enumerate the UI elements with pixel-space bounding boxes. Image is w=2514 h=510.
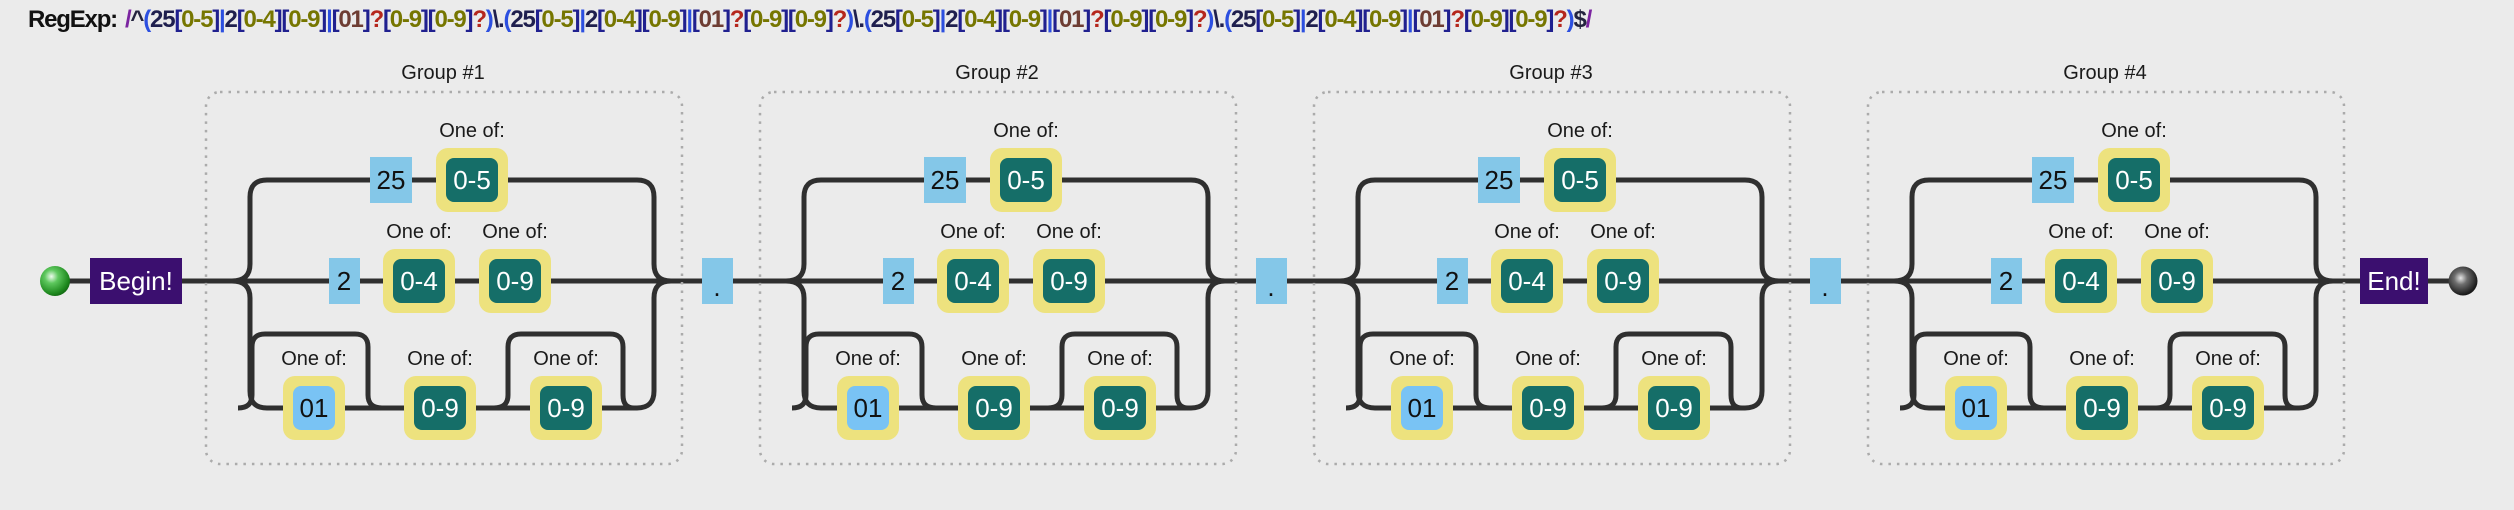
- begin-node: [90, 258, 182, 304]
- group-2: [760, 92, 1236, 464]
- group-label-2: Group #2: [955, 62, 1038, 84]
- group-1: [206, 92, 682, 464]
- group-label-1: Group #1: [401, 62, 484, 84]
- start-point-icon: [40, 266, 70, 296]
- regex-pattern: /^(25[0-5]|2[0-4][0-9]|[01]?[0-9][0-9]?)…: [124, 6, 1592, 33]
- group-4: [1868, 92, 2344, 464]
- group-3: [1314, 92, 1790, 464]
- end-node: [2360, 258, 2428, 304]
- group-label-4: Group #4: [2063, 62, 2146, 84]
- dot-literal-text: .: [1821, 272, 1828, 302]
- regex-label: RegExp:: [28, 6, 118, 33]
- dot-literal-box: [1256, 258, 1287, 304]
- regex-display: RegExp:/^(25[0-5]|2[0-4][0-9]|[01]?[0-9]…: [28, 6, 1592, 34]
- end-point-icon: [2448, 266, 2478, 296]
- dot-literal-box: [702, 258, 733, 304]
- begin-label: Begin!: [99, 266, 173, 296]
- dot-literal-text: .: [713, 272, 720, 302]
- dot-literal-text: .: [1267, 272, 1274, 302]
- group-label-3: Group #3: [1509, 62, 1592, 84]
- dot-literal-box: [1810, 258, 1841, 304]
- end-label: End!: [2367, 266, 2421, 296]
